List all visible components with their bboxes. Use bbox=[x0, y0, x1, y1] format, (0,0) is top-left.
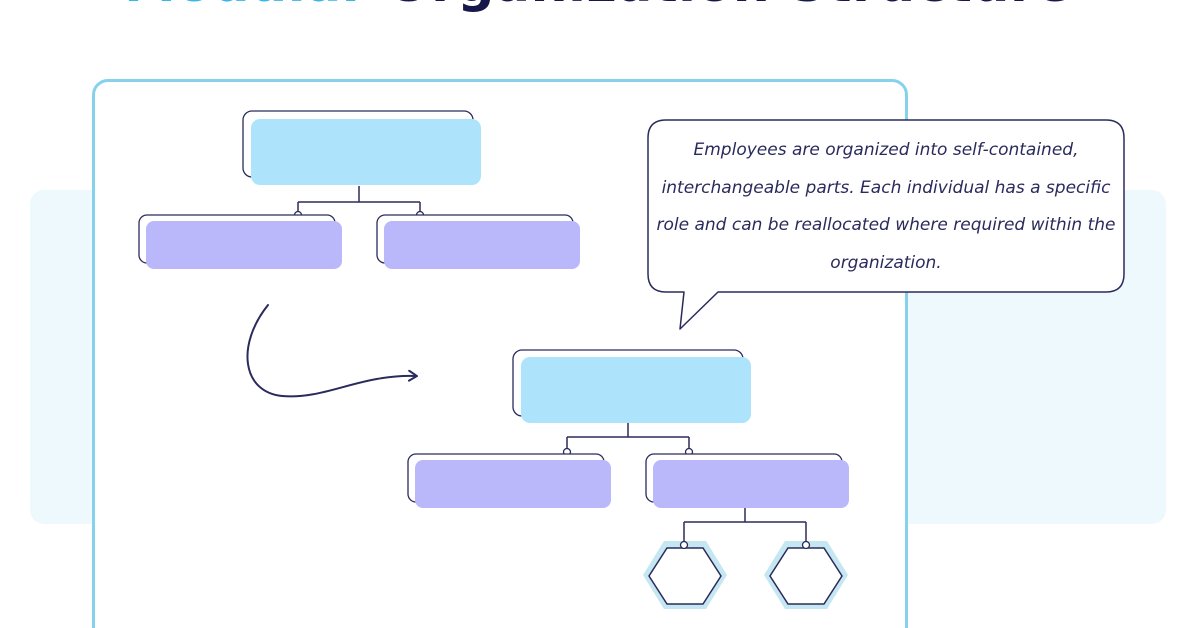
hexagon-module-right bbox=[764, 541, 848, 609]
connector-node bbox=[801, 540, 811, 550]
sub-role-box-left bbox=[138, 214, 342, 269]
connector-lines-1 bbox=[297, 186, 421, 214]
top-role-box bbox=[512, 349, 751, 423]
sub-role-box-right bbox=[376, 214, 580, 269]
connector-node bbox=[679, 540, 689, 550]
hexagon-module-left bbox=[643, 541, 727, 609]
title-accent: Modular bbox=[124, 0, 368, 14]
callout-text: Employees are organized into self-contai… bbox=[656, 140, 1116, 273]
title-main: Organization Structure bbox=[386, 0, 1071, 14]
connector-lines-2 bbox=[566, 423, 690, 452]
page-title: Modular Organization Structure bbox=[0, 0, 1196, 14]
speech-bubble bbox=[647, 119, 1125, 330]
transition-arrow bbox=[246, 304, 418, 398]
sub-role-box-left bbox=[407, 453, 611, 508]
top-role-box bbox=[242, 110, 481, 185]
org-chart-original bbox=[138, 110, 580, 269]
org-chart-modular bbox=[407, 349, 849, 609]
sub-role-box-right bbox=[645, 453, 849, 508]
connector-lines-3 bbox=[683, 508, 807, 541]
